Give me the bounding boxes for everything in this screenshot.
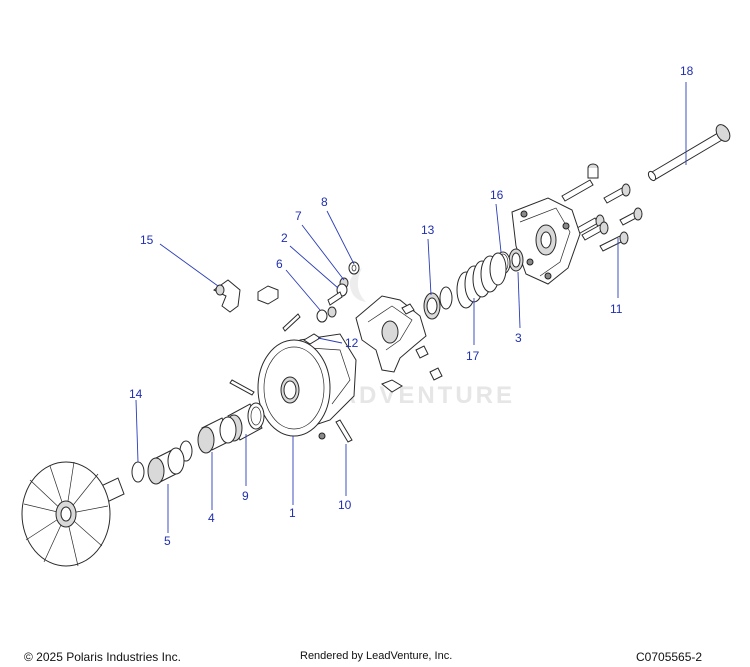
callout-1[interactable]: 1 [289, 506, 296, 520]
part-6-pin[interactable] [316, 291, 343, 323]
part-5-bushing[interactable] [147, 447, 185, 485]
fixed-sheave-fan[interactable] [21, 461, 125, 567]
callout-18[interactable]: 18 [680, 64, 694, 78]
callout-7[interactable]: 7 [295, 209, 302, 223]
callout-13[interactable]: 13 [421, 223, 435, 237]
callout-2[interactable]: 2 [281, 231, 288, 245]
rendered-by-text: Rendered by LeadVenture, Inc. [300, 650, 453, 662]
part-13-ring[interactable] [423, 292, 441, 320]
part-3-bushing[interactable] [508, 248, 524, 272]
callout-14[interactable]: 14 [129, 387, 143, 401]
part-4-bushing[interactable] [197, 416, 237, 454]
callout-12[interactable]: 12 [345, 336, 359, 350]
part-14-snap-ring[interactable] [131, 461, 145, 483]
part-17-spring[interactable] [456, 252, 507, 309]
callout-4[interactable]: 4 [208, 511, 215, 525]
callout-labels: 18 16 13 8 7 2 6 15 12 3 11 17 14 9 1 10… [129, 64, 694, 548]
part-1-sheave[interactable] [257, 333, 357, 437]
spider-assembly[interactable] [355, 295, 443, 393]
part-3-cover-housing[interactable] [511, 197, 581, 285]
copyright-text: © 2025 Polaris Industries Inc. [24, 650, 181, 664]
diagram-code: C0705565-2 [636, 650, 703, 664]
callout-11[interactable]: 11 [610, 302, 623, 316]
callout-3[interactable]: 3 [515, 331, 522, 345]
callout-8[interactable]: 8 [321, 195, 328, 209]
leader-lines [135, 82, 687, 533]
part-18-long-bolt[interactable] [647, 122, 733, 182]
callout-10[interactable]: 10 [338, 498, 352, 512]
pin-left[interactable] [229, 379, 255, 396]
callout-16[interactable]: 16 [490, 188, 504, 202]
pin-small[interactable] [282, 313, 301, 332]
callout-17[interactable]: 17 [466, 349, 480, 363]
part-8-nut[interactable] [348, 261, 360, 275]
callout-9[interactable]: 9 [242, 489, 249, 503]
part-10-long-pin[interactable] [318, 419, 353, 443]
callout-6[interactable]: 6 [276, 257, 283, 271]
callout-5[interactable]: 5 [164, 534, 171, 548]
part-15-weight-arm[interactable] [213, 279, 279, 313]
washer[interactable] [439, 286, 453, 310]
callout-15[interactable]: 15 [140, 233, 154, 247]
